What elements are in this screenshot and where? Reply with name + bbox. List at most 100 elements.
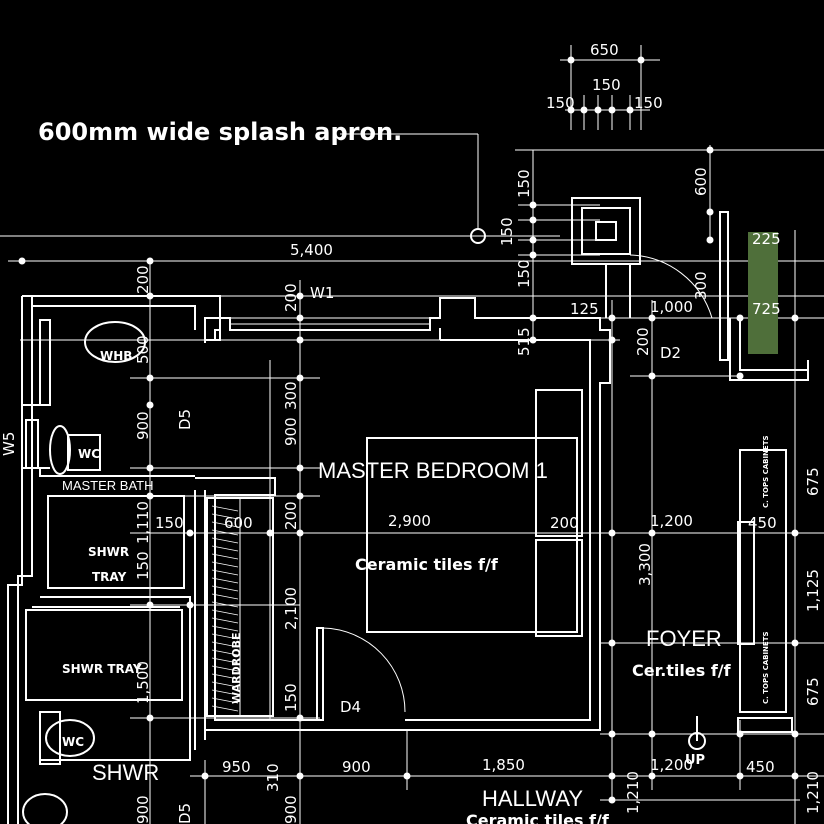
dim-310: 310: [264, 763, 282, 792]
dim-515: 515: [515, 327, 533, 356]
dimension-marker: [296, 492, 304, 500]
dim-1210-a: 1,210: [624, 771, 642, 814]
hatch-line: [211, 641, 239, 648]
dimension-marker: [146, 401, 154, 409]
dimension-marker: [580, 106, 588, 114]
hatch-line: [211, 521, 239, 528]
hatch-line: [211, 665, 239, 672]
dim-200-vmid: 200: [282, 501, 300, 530]
dimension-marker: [296, 464, 304, 472]
dim-1200-h: 1,200: [650, 512, 693, 530]
dim-150-va: 150: [515, 169, 533, 198]
fixture-side-cabinet-bottom: C. TOPS CABINETS: [762, 631, 770, 704]
dim-900-b: 900: [342, 758, 371, 776]
dim-225: 225: [752, 230, 781, 248]
dimension-marker: [608, 314, 616, 322]
dim-1210-b: 1,210: [804, 771, 822, 814]
room-label-master-bath: MASTER BATH: [62, 478, 154, 493]
dim-5400: 5,400: [290, 241, 333, 259]
dimension-marker: [266, 529, 274, 537]
dimension-marker: [648, 529, 656, 537]
dim-450-h: 450: [748, 514, 777, 532]
splash-apron-annotation: 600mm wide splash apron.: [38, 118, 402, 146]
hatch-line: [211, 545, 239, 552]
finish-label-foyer: Cer.tiles f/f: [632, 661, 732, 680]
dim-900-bv2: 900: [282, 795, 300, 824]
dim-600-v: 600: [692, 167, 710, 196]
dimension-marker: [146, 374, 154, 382]
hatch-line: [211, 561, 239, 568]
dimension-marker: [18, 257, 26, 265]
dimension-marker: [648, 372, 656, 380]
tag-d4: D4: [340, 698, 361, 716]
hatch-line: [211, 617, 239, 624]
dimension-marker: [296, 772, 304, 780]
fixture-shwr-tray-bath-2: TRAY: [92, 570, 127, 584]
dimension-marker: [529, 201, 537, 209]
dimension-marker: [608, 796, 616, 804]
dimension-marker: [791, 529, 799, 537]
dimension-marker: [296, 374, 304, 382]
room-label-hallway: HALLWAY: [482, 786, 583, 811]
dimension-marker: [529, 216, 537, 224]
fixture-wardrobe: WARDROBE: [230, 633, 243, 704]
dimension-marker: [567, 106, 575, 114]
dimension-marker: [637, 56, 645, 64]
dim-1125: 1,125: [804, 569, 822, 612]
dim-150-vl: 150: [134, 551, 152, 580]
hatch-line: [211, 609, 239, 616]
dimension-marker: [296, 292, 304, 300]
dim-150-right: 150: [634, 94, 663, 112]
dimension-marker: [608, 639, 616, 647]
dimension-marker: [146, 464, 154, 472]
hatch-line: [211, 625, 239, 632]
dimension-marker: [146, 714, 154, 722]
dim-900-vl: 900: [134, 411, 152, 440]
hatch-line: [211, 569, 239, 576]
hatch-line: [211, 553, 239, 560]
dim-600: 600: [224, 514, 253, 532]
dimension-marker: [186, 529, 194, 537]
dim-150-left: 150: [546, 94, 575, 112]
fixture-whb: WHB: [100, 349, 132, 363]
dim-200-vd2: 200: [634, 327, 652, 356]
hatch-line: [211, 593, 239, 600]
dimension-marker: [403, 772, 411, 780]
fixture-side-cabinet-top: C. TOPS CABINETS: [762, 435, 770, 508]
fixture-up: UP: [685, 753, 705, 768]
dim-900-bv: 900: [134, 795, 152, 824]
tag-w1: W1: [310, 284, 334, 302]
fixture-wc-shwr: WC: [62, 735, 84, 749]
hatch-line: [211, 649, 239, 656]
dim-150-vb: 150: [498, 217, 516, 246]
dimension-marker: [146, 257, 154, 265]
tag-d5-bottom: D5: [176, 803, 194, 824]
hatch-line: [211, 601, 239, 608]
tag-w5: W5: [0, 432, 18, 456]
wardrobe-hatch: [211, 505, 239, 712]
room-label-shwr: SHWR: [92, 760, 159, 785]
dimension-marker: [567, 56, 575, 64]
dimension-marker: [791, 730, 799, 738]
dim-950: 950: [222, 758, 251, 776]
tag-d2: D2: [660, 344, 681, 362]
dimension-marker: [608, 772, 616, 780]
dim-150-vc: 150: [515, 259, 533, 288]
dimension-marker: [529, 251, 537, 259]
room-label-master-bedroom: MASTER BEDROOM 1: [318, 458, 548, 483]
dimension-markers: [18, 56, 799, 804]
hatch-line: [211, 505, 239, 512]
dim-1500: 1,500: [134, 661, 152, 704]
dimension-lines: [0, 45, 824, 824]
dim-1110: 1,110: [134, 501, 152, 544]
dimension-marker: [594, 106, 602, 114]
hatch-line: [211, 633, 239, 640]
hatch-line: [211, 657, 239, 664]
dimension-marker: [296, 336, 304, 344]
dimension-marker: [626, 106, 634, 114]
hatch-line: [211, 681, 239, 688]
fixture-shwr-tray-bath-1: SHWR: [88, 545, 129, 559]
dimension-marker: [608, 730, 616, 738]
dim-150-vw: 150: [282, 683, 300, 712]
